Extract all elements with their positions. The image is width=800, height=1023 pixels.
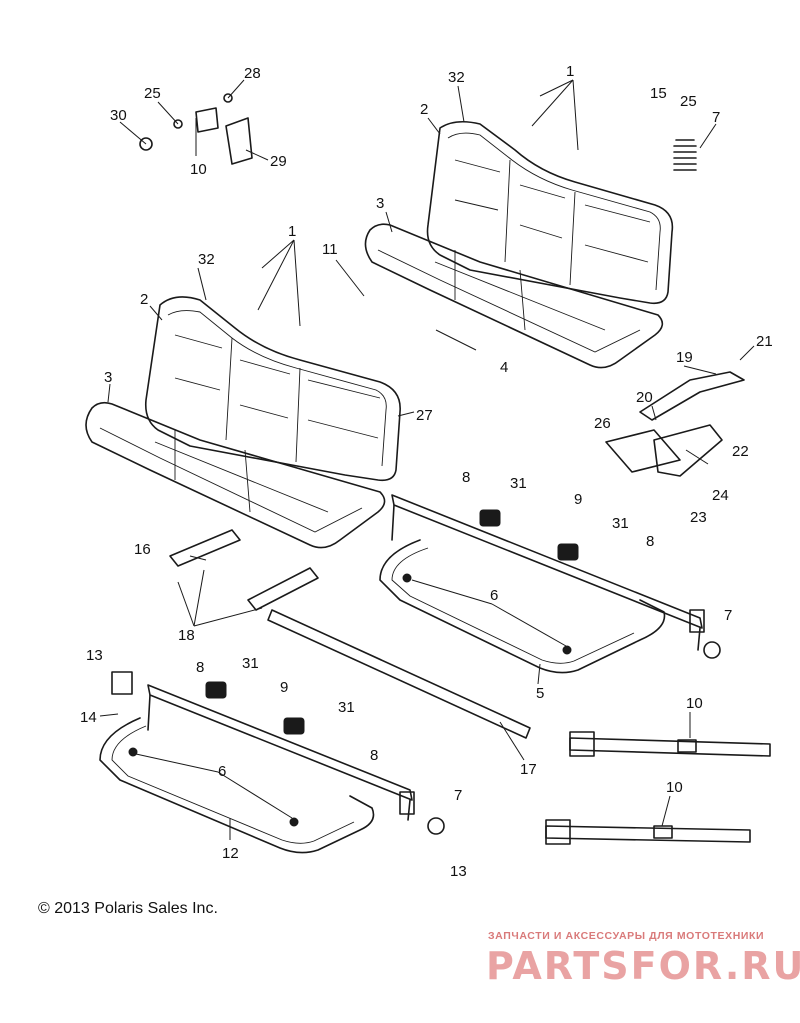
- callout-7-top: 7: [712, 109, 720, 126]
- callout-8-lower: 8: [196, 659, 204, 676]
- buckle-lower-right: [283, 717, 305, 735]
- callout-24: 24: [712, 487, 729, 504]
- seat-bracket-lower: [247, 567, 319, 611]
- anchor-10: [195, 107, 219, 133]
- callout-17: 17: [520, 761, 537, 778]
- front-seat: [85, 296, 401, 549]
- callout-7-lower: 7: [454, 787, 462, 804]
- callout-30: 30: [110, 107, 127, 124]
- buckle-lower-left: [205, 681, 227, 699]
- watermark-logo: PARTSFOR.RU: [486, 944, 800, 988]
- seat-bracket-upper: [169, 529, 241, 567]
- nut-28: [223, 93, 233, 103]
- callout-1: 1: [566, 63, 574, 80]
- seat-belt-upper: [569, 731, 771, 757]
- callout-8-upper: 8: [462, 469, 470, 486]
- rear-seat: [364, 120, 674, 369]
- callout-5: 5: [536, 685, 544, 702]
- callout-9-upper: 9: [574, 491, 582, 508]
- bolt-30: [139, 137, 153, 151]
- callout-8-lower-right: 8: [370, 747, 378, 764]
- plate-26: [605, 429, 681, 473]
- callout-4: 4: [500, 359, 508, 376]
- callout-16: 16: [134, 541, 151, 558]
- latch-29: [225, 117, 253, 165]
- callout-27: 27: [416, 407, 433, 424]
- callout-8-upper-right: 8: [646, 533, 654, 550]
- washer-25: [173, 119, 183, 129]
- callout-1-left: 1: [288, 223, 296, 240]
- callout-31-upper: 31: [510, 475, 527, 492]
- leader-lines: [99, 79, 755, 840]
- callout-10-upper: 10: [686, 695, 703, 712]
- callout-22: 22: [732, 443, 749, 460]
- callouts: 1 25 28 30 10 29 32 2 3 11 4 15 25 7 1 3…: [80, 63, 773, 880]
- upper-seat-frame: [379, 494, 721, 674]
- seat-rod: [267, 609, 531, 739]
- callout-31-upper-right: 31: [612, 515, 629, 532]
- callout-15: 15: [650, 85, 667, 102]
- callout-32-left: 32: [198, 251, 215, 268]
- callout-6-upper: 6: [490, 587, 498, 604]
- callout-9-lower: 9: [280, 679, 288, 696]
- spring-7: [673, 139, 697, 171]
- callout-25-right: 25: [680, 93, 697, 110]
- callout-32: 32: [448, 69, 465, 86]
- callout-31-lower-right: 31: [338, 699, 355, 716]
- callout-31-lower: 31: [242, 655, 259, 672]
- cover-22: [653, 424, 723, 477]
- callout-3: 3: [376, 195, 384, 212]
- callout-26: 26: [594, 415, 611, 432]
- callout-13-upper: 13: [86, 647, 103, 664]
- buckle-upper-left: [479, 509, 501, 527]
- callout-21: 21: [756, 333, 773, 350]
- buckle-upper-right: [557, 543, 579, 561]
- callout-25: 25: [144, 85, 161, 102]
- callout-6-lower: 6: [218, 763, 226, 780]
- callout-13-lower: 13: [450, 863, 467, 880]
- callout-29: 29: [270, 153, 287, 170]
- callout-3-left: 3: [104, 369, 112, 386]
- lower-seat-frame: [99, 671, 445, 854]
- callout-14: 14: [80, 709, 97, 726]
- callout-11: 11: [322, 241, 338, 258]
- callout-18: 18: [178, 627, 195, 644]
- callout-7-right: 7: [724, 607, 732, 624]
- callout-2-left: 2: [140, 291, 148, 308]
- support-bracket-19: [639, 371, 745, 421]
- callout-19: 19: [676, 349, 693, 366]
- callout-28: 28: [244, 65, 261, 82]
- watermark-tagline: ЗАПЧАСТИ И АКСЕССУАРЫ ДЛЯ МОТОТЕХНИКИ: [488, 930, 765, 942]
- callout-12: 12: [222, 845, 239, 862]
- callout-20: 20: [636, 389, 653, 406]
- callout-2: 2: [420, 101, 428, 118]
- seat-belt-lower: [545, 819, 751, 845]
- callout-10: 10: [190, 161, 207, 178]
- callout-23: 23: [690, 509, 707, 526]
- callout-10-lower: 10: [666, 779, 683, 796]
- copyright-text: © 2013 Polaris Sales Inc.: [38, 900, 218, 917]
